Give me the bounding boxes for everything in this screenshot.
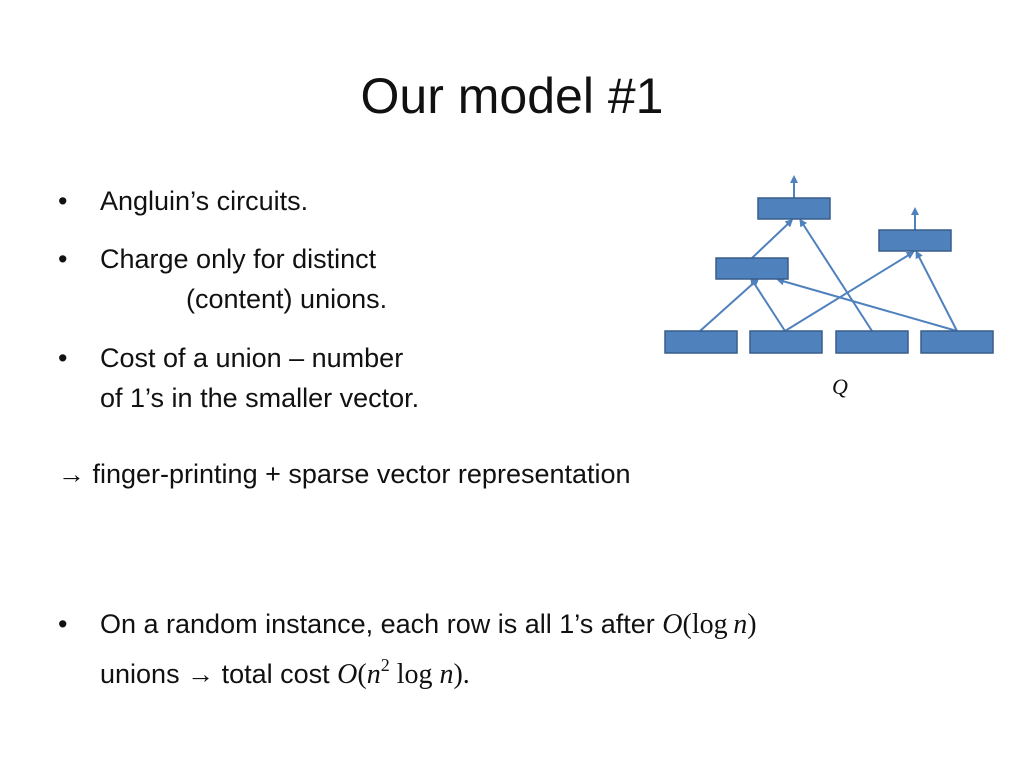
arrow-line-text: finger-printing + sparse vector represen…: [85, 459, 631, 489]
edge: [699, 277, 760, 332]
bullet-dot: •: [58, 343, 68, 373]
bullet-random-instance: • On a random instance, each row is all …: [58, 604, 757, 695]
bullet-dot: •: [58, 244, 68, 274]
bullet-text-line2: of 1’s in the smaller vector.: [100, 383, 420, 413]
right-arrow-icon: →: [58, 459, 85, 489]
diagram-nodes: [664, 197, 994, 354]
bullet-text: Angluin’s circuits.: [100, 186, 309, 216]
edge: [915, 250, 958, 332]
line2-text: unions → total cost: [100, 659, 338, 689]
math-o-n2-log-n: O(n2 log n).: [337, 655, 470, 690]
bullet-cost-of-union: • Cost of a union – number of 1’s in the…: [58, 338, 419, 418]
node-bottom-2: [749, 330, 823, 354]
bullet-angluin-circuits: • Angluin’s circuits.: [58, 181, 308, 221]
diagram-edges: [699, 175, 958, 332]
line1-text: On a random instance, each row is all 1’…: [100, 609, 663, 639]
edge: [784, 251, 915, 332]
bullet-text-line1: Cost of a union – number: [100, 343, 404, 373]
node-bottom-4: [920, 330, 994, 354]
edge: [799, 218, 873, 332]
bullet-charge-distinct: • Charge only for distinct (content) uni…: [58, 239, 387, 319]
bullet-text-line1: On a random instance, each row is all 1’…: [100, 604, 757, 645]
edge: [750, 277, 786, 332]
math-o-log-n: O(log n): [662, 609, 757, 640]
node-mid-left: [715, 257, 789, 280]
diagram-label-q: Q: [832, 374, 848, 399]
slide-title: Our model #1: [360, 68, 664, 124]
edge: [751, 218, 794, 259]
node-bottom-3: [835, 330, 909, 354]
node-top: [757, 197, 831, 220]
bullet-text-line2: (content) unions.: [186, 284, 388, 314]
bullet-text-line1: Charge only for distinct: [100, 244, 377, 274]
bullet-dot: •: [58, 186, 68, 216]
node-mid-right: [878, 229, 952, 252]
edge: [776, 277, 958, 332]
bullet-dot: •: [58, 609, 68, 639]
bullet-text-line2: unions → total cost O(n2 log n).: [100, 645, 757, 695]
node-bottom-1: [664, 330, 738, 354]
arrow-line: → finger-printing + sparse vector repres…: [58, 454, 631, 494]
